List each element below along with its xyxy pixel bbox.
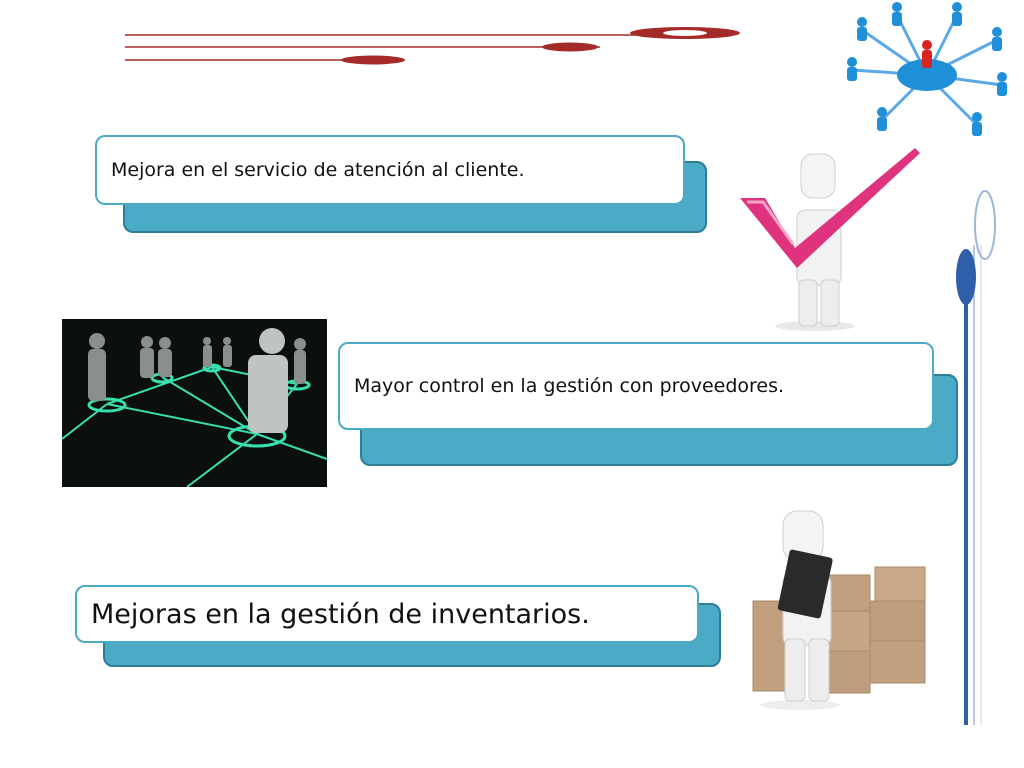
network-people-photo [61, 319, 328, 488]
callout-text-box: Mejoras en la gestión de inventarios. [75, 585, 699, 643]
person-checkmark-icon [740, 148, 920, 331]
callout-text: Mejora en el servicio de atención al cli… [111, 159, 525, 181]
network-people-icon [61, 319, 328, 488]
callout-customer-service: Mejora en el servicio de atención al cli… [95, 135, 707, 233]
decorative-red-lines [125, 27, 740, 65]
person-clipboard-boxes-icon [752, 510, 926, 710]
decorative-side-lines [956, 190, 996, 725]
callout-text-box: Mayor control en la gestión con proveedo… [338, 342, 934, 430]
callout-text: Mayor control en la gestión con proveedo… [354, 375, 785, 397]
callout-text-box: Mejora en el servicio de atención al cli… [95, 135, 685, 205]
callout-text: Mejoras en la gestión de inventarios. [91, 598, 590, 630]
callout-inventory: Mejoras en la gestión de inventarios. [75, 585, 723, 669]
network-people-icon [847, 2, 1007, 136]
callout-supplier-control: Mayor control en la gestión con proveedo… [338, 342, 958, 467]
